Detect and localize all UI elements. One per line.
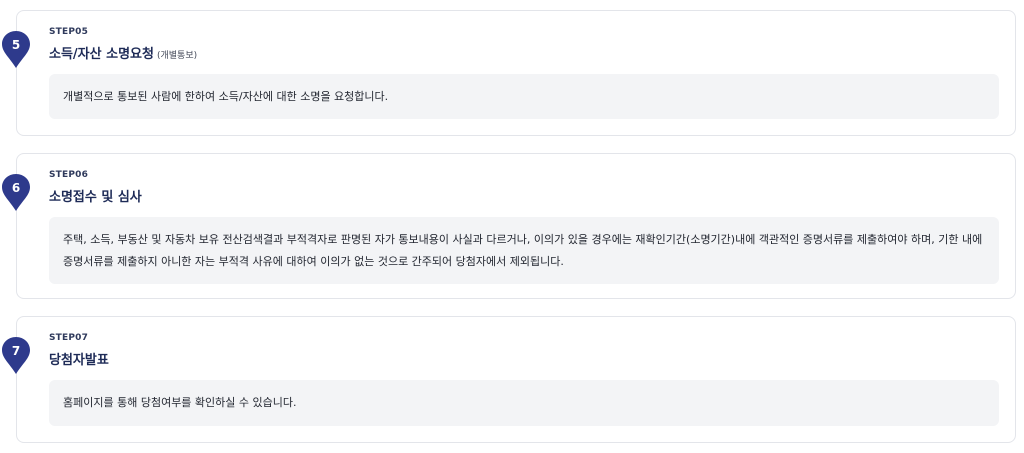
step-title-text: 당첨자발표: [49, 353, 109, 368]
step-description-box: 홈페이지를 통해 당첨여부를 확인하실 수 있습니다.: [49, 380, 999, 426]
step-number-badge: 5: [1, 30, 31, 70]
step-title: 당첨자발표: [49, 349, 109, 368]
step-description: 개별적으로 통보된 사람에 한하여 소득/자산에 대한 소명을 요청합니다.: [63, 89, 389, 103]
step-description: 홈페이지를 통해 당첨여부를 확인하실 수 있습니다.: [63, 396, 297, 409]
step-card-7: 7 STEP07 당첨자발표 홈페이지를 통해 당첨여부를 확인하실 수 있습니…: [2, 316, 1016, 443]
step-number: 5: [11, 38, 21, 52]
step-label: STEP06: [49, 170, 89, 180]
step-card-6: 6 STEP06 소명접수 및 심사 주택, 소득, 부동산 및 자동차 보유 …: [2, 153, 1016, 299]
step-label: STEP07: [49, 333, 89, 343]
step-number: 6: [11, 181, 21, 195]
step-title: 소명접수 및 심사: [49, 186, 142, 205]
step-number-badge: 6: [1, 173, 31, 213]
step-label: STEP05: [49, 27, 89, 37]
step-title: 소득/자산 소명요청(개별통보): [49, 43, 197, 62]
step-title-text: 소명접수 및 심사: [49, 190, 142, 205]
step-title-text: 소득/자산 소명요청: [49, 47, 154, 62]
step-number: 7: [11, 344, 21, 358]
step-number-badge: 7: [1, 336, 31, 376]
step-description-box: 주택, 소득, 부동산 및 자동차 보유 전산검색결과 부적격자로 판명된 자가…: [49, 217, 999, 284]
step-description: 주택, 소득, 부동산 및 자동차 보유 전산검색결과 부적격자로 판명된 자가…: [63, 232, 983, 268]
step-subtitle: (개별통보): [156, 51, 198, 61]
step-card-5: 5 STEP05 소득/자산 소명요청(개별통보) 개별적으로 통보된 사람에 …: [2, 10, 1016, 136]
step-description-box: 개별적으로 통보된 사람에 한하여 소득/자산에 대한 소명을 요청합니다.: [49, 74, 999, 119]
